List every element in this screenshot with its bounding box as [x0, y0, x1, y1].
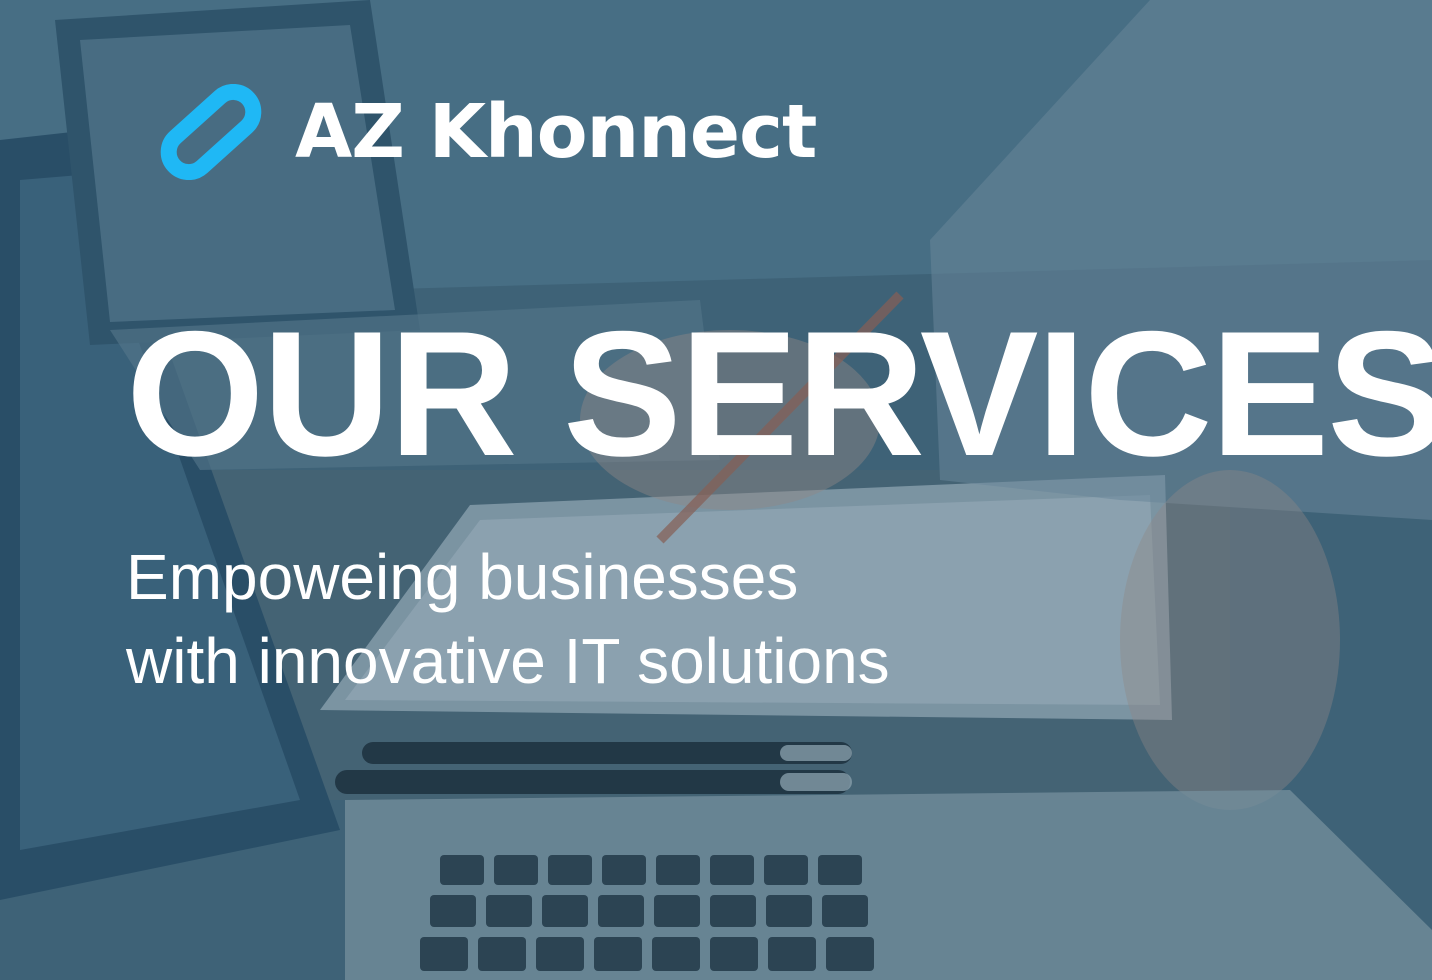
chain-link-icon	[160, 84, 262, 180]
tagline-line-1: Empoweing businesses	[126, 541, 799, 613]
page-title: OUR SERVICES	[126, 294, 1432, 493]
brand-lockup: AZ Khonnect	[155, 82, 817, 182]
tagline-line-2: with innovative IT solutions	[126, 625, 890, 697]
brand-name: AZ Khonnect	[295, 89, 817, 175]
tagline: Empoweing businesses with innovative IT …	[126, 535, 890, 703]
